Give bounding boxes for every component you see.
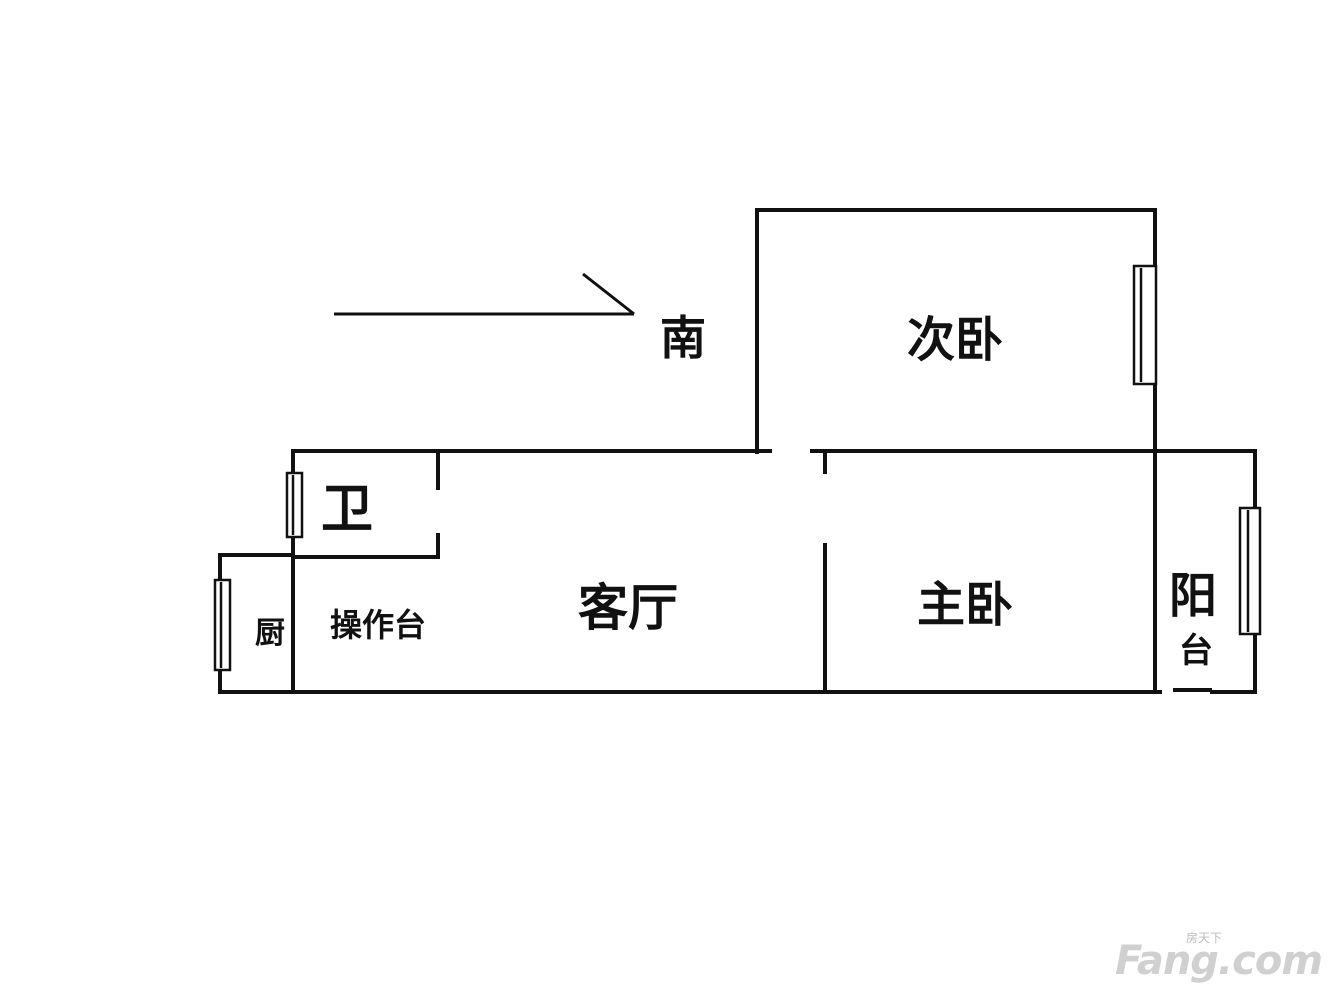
compass-south-label: 南 <box>660 311 706 365</box>
living-room-label: 客厅 <box>578 579 678 637</box>
master-bedroom-label: 主卧 <box>917 577 1013 633</box>
window-second-bedroom <box>1132 264 1158 386</box>
window-kitchen <box>213 578 232 672</box>
window-bathroom <box>285 471 304 539</box>
direction-arrow <box>334 272 635 316</box>
balcony-label-top: 阳 <box>1169 568 1217 624</box>
walls <box>218 208 1257 694</box>
second-bedroom-label: 次卧 <box>907 312 1003 368</box>
fang-watermark: 房天下 Fang.com <box>1115 929 1323 987</box>
bathroom-label: 卫 <box>321 480 373 540</box>
arrow-head <box>582 272 635 316</box>
windows <box>213 264 1262 672</box>
watermark-chinese-text: 房天下 <box>1185 931 1222 945</box>
balcony-label-bottom: 台 <box>1179 631 1213 671</box>
counter-label: 操作台 <box>330 606 426 644</box>
window-balcony <box>1238 506 1262 636</box>
kitchen-label: 厨 <box>255 616 285 651</box>
watermark-logo-text: Fang.com <box>1115 938 1323 984</box>
